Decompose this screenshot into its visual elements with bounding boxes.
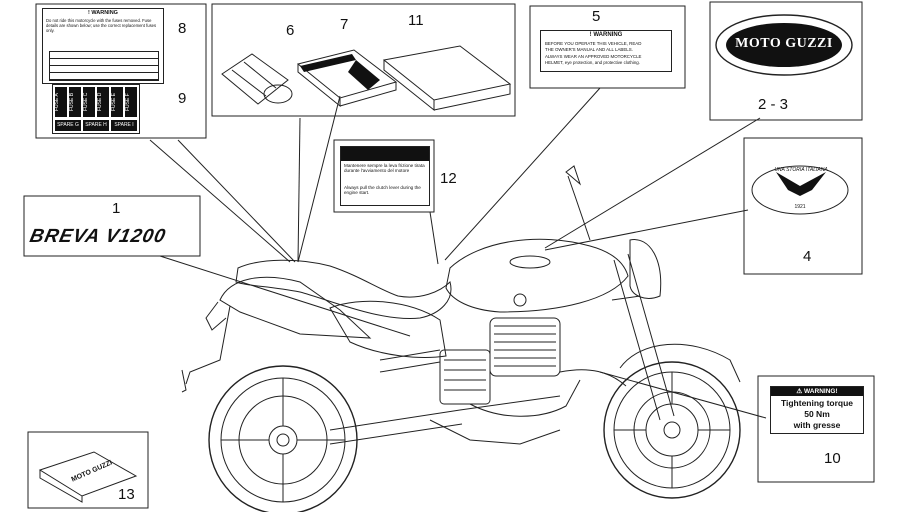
oval-logo-outline xyxy=(715,14,853,76)
frame-tube xyxy=(379,349,441,373)
exhaust-pipe xyxy=(559,369,627,387)
label-12-english: Always pull the clutch lever during the … xyxy=(344,185,421,195)
label-5-title: ! WARNING xyxy=(589,32,623,38)
tool-pouch xyxy=(221,53,293,105)
leader-line-9 xyxy=(177,139,296,263)
callout-7: 7 xyxy=(340,16,349,33)
label-12-header xyxy=(341,147,429,161)
label-8-sticker: ! WARNING Do not ride this motorcycle wi… xyxy=(42,8,164,84)
fuse-d-label: FUSE D xyxy=(97,87,109,117)
eagle-emblem xyxy=(776,172,826,196)
fuel-cap xyxy=(509,255,551,269)
spare-h-label: SPARE H xyxy=(83,120,109,131)
front-wheel xyxy=(603,361,741,499)
fuse-b-label: FUSE B xyxy=(69,87,81,117)
breva-logo: BREVA V1200 xyxy=(27,226,168,247)
callout-9: 9 xyxy=(178,90,187,107)
oval-logo-fill xyxy=(726,23,842,67)
swing-arm xyxy=(329,395,561,445)
label-9-fuse-sticker: FUSE A FUSE B FUSE C FUSE D FUSE E FUSE … xyxy=(52,84,140,134)
side-panel xyxy=(329,300,447,358)
side-stand xyxy=(181,369,187,393)
callout-5: 5 xyxy=(592,8,601,25)
tail-light xyxy=(205,301,227,331)
label-10-line-3: with gresse xyxy=(793,420,841,430)
callout-4: 4 xyxy=(803,248,812,265)
label-10-header: ⚠ WARNING! xyxy=(771,387,863,396)
round-logo-outline xyxy=(751,165,849,215)
callout-10: 10 xyxy=(824,450,841,467)
label-8-table xyxy=(49,51,159,81)
spare-g-label: SPARE G xyxy=(55,120,81,131)
tail-section xyxy=(219,276,372,339)
label-10-line-2: 50 Nm xyxy=(804,409,830,419)
leader-line-8 xyxy=(149,139,291,263)
rear-frame xyxy=(185,305,231,385)
oval-logo-text: MOTO GUZZI xyxy=(735,36,833,51)
callout-6: 6 xyxy=(286,22,295,39)
callout-11: 11 xyxy=(408,12,424,29)
leader-line-2-3 xyxy=(544,117,761,249)
label-5-line-4: HELMET, eye protection, and protective c… xyxy=(545,60,640,65)
callout-12: 12 xyxy=(440,170,457,187)
label-12-sticker: Mantenere sempre la leva frizione tirata… xyxy=(340,146,430,206)
label-8-body: Do not ride this motorcycle with the fus… xyxy=(46,18,157,33)
round-logo-top-text: UNA STORIA ITALIANA xyxy=(774,167,828,173)
fuse-a-label: FUSE A xyxy=(54,87,67,117)
leader-line-7 xyxy=(297,95,341,263)
fuse-c-label: FUSE C xyxy=(83,87,95,117)
label-5-line-1: BEFORE YOU OPERATE THIS VEHICLE, READ xyxy=(545,41,642,46)
callout-2-3: 2 - 3 xyxy=(758,96,789,113)
manual-eagle xyxy=(348,60,380,90)
spare-i-label: SPARE I xyxy=(111,120,137,131)
front-fork xyxy=(611,253,675,421)
fuse-f-label: FUSE F xyxy=(125,87,137,117)
label-12-italian: Mantenere sempre la leva frizione tirata… xyxy=(344,163,425,173)
tool-bag xyxy=(38,451,138,497)
leader-line-1 xyxy=(159,255,411,337)
headlight xyxy=(629,239,662,299)
fuel-tank xyxy=(445,238,629,313)
label-10-sticker: ⚠ WARNING! Tightening torque 50 Nm with … xyxy=(770,386,864,434)
leader-line-5 xyxy=(444,87,601,261)
owners-manual xyxy=(296,49,398,108)
mirror xyxy=(565,165,591,241)
label-5-sticker: ! WARNING BEFORE YOU OPERATE THIS VEHICL… xyxy=(540,30,672,72)
round-logo-bottom-text: 1921 xyxy=(794,204,806,210)
leader-line-12 xyxy=(429,211,439,265)
booklet xyxy=(382,45,512,112)
engine xyxy=(429,293,581,445)
label-5-line-3: ALWAYS WEAR AN APPROVED MOTORCYCLE xyxy=(545,54,642,59)
fuse-e-label: FUSE E xyxy=(111,87,123,117)
callout-8: 8 xyxy=(178,20,187,37)
manual-stripe xyxy=(300,54,356,72)
front-fender xyxy=(619,343,741,383)
callout-13: 13 xyxy=(118,486,135,503)
label-5-line-2: THE OWNER'S MANUAL AND ALL LABELS. xyxy=(545,47,633,52)
seat xyxy=(235,259,452,319)
rear-wheel xyxy=(208,365,358,512)
leader-line-6 xyxy=(297,117,301,263)
leader-line-10 xyxy=(599,371,767,419)
label-10-line-1: Tightening torque xyxy=(780,398,854,408)
callout-1: 1 xyxy=(112,200,121,217)
label-8-title: ! WARNING xyxy=(88,10,118,16)
